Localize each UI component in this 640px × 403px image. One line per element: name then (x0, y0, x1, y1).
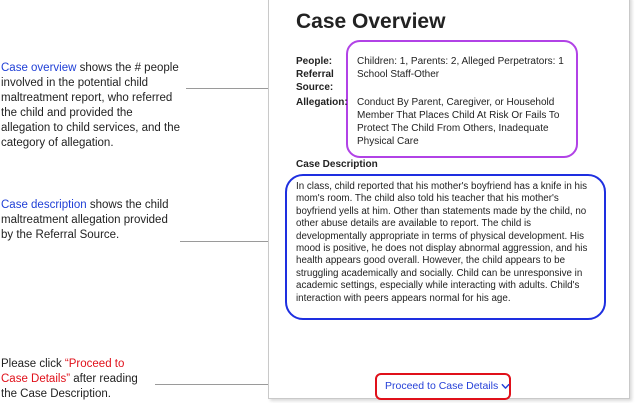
annotation-case-overview-text: shows the # people involved in the poten… (1, 62, 180, 149)
allegation-value: Conduct By Parent, Caregiver, or Househo… (357, 97, 560, 147)
referral-label: Referral (296, 69, 334, 80)
annotation-proceed: Please click “Proceed to Case Details” a… (1, 357, 151, 402)
chevron-down-icon (501, 383, 510, 389)
annotation-proceed-suffix: after reading the Case Description. (1, 373, 138, 400)
case-description-text: In class, child reported that his mother… (296, 181, 588, 304)
leader-line-overview (186, 88, 306, 89)
annotation-case-description-highlight: Case description (1, 199, 87, 211)
source-label: Source: (296, 82, 334, 93)
overview-highlight-box (346, 40, 578, 158)
case-description-heading: Case Description (296, 159, 378, 170)
people-label: People: (296, 56, 333, 67)
allegation-label: Allegation: (296, 97, 348, 108)
leader-line-description (180, 241, 286, 242)
page-title: Case Overview (296, 10, 446, 33)
annotation-case-description-text: shows the child maltreatment allegation … (1, 199, 169, 241)
proceed-highlight-box (375, 373, 511, 400)
referral-value: School Staff-Other (357, 69, 440, 80)
annotation-case-overview: Case overview shows the # people involve… (1, 61, 183, 151)
case-panel (268, 0, 630, 399)
leader-line-proceed (155, 384, 375, 385)
proceed-button-label: Proceed to Case Details (385, 380, 499, 392)
annotation-case-description: Case description shows the child maltrea… (1, 198, 176, 243)
annotation-proceed-prefix: Please click (1, 358, 65, 370)
proceed-to-case-details-button[interactable]: Proceed to Case Details (385, 380, 510, 392)
annotation-proceed-highlight: “Proceed to Case Details” (1, 358, 125, 385)
annotation-case-overview-highlight: Case overview (1, 62, 77, 74)
people-value: Children: 1, Parents: 2, Alleged Perpetr… (357, 56, 564, 67)
description-highlight-box (285, 174, 606, 320)
